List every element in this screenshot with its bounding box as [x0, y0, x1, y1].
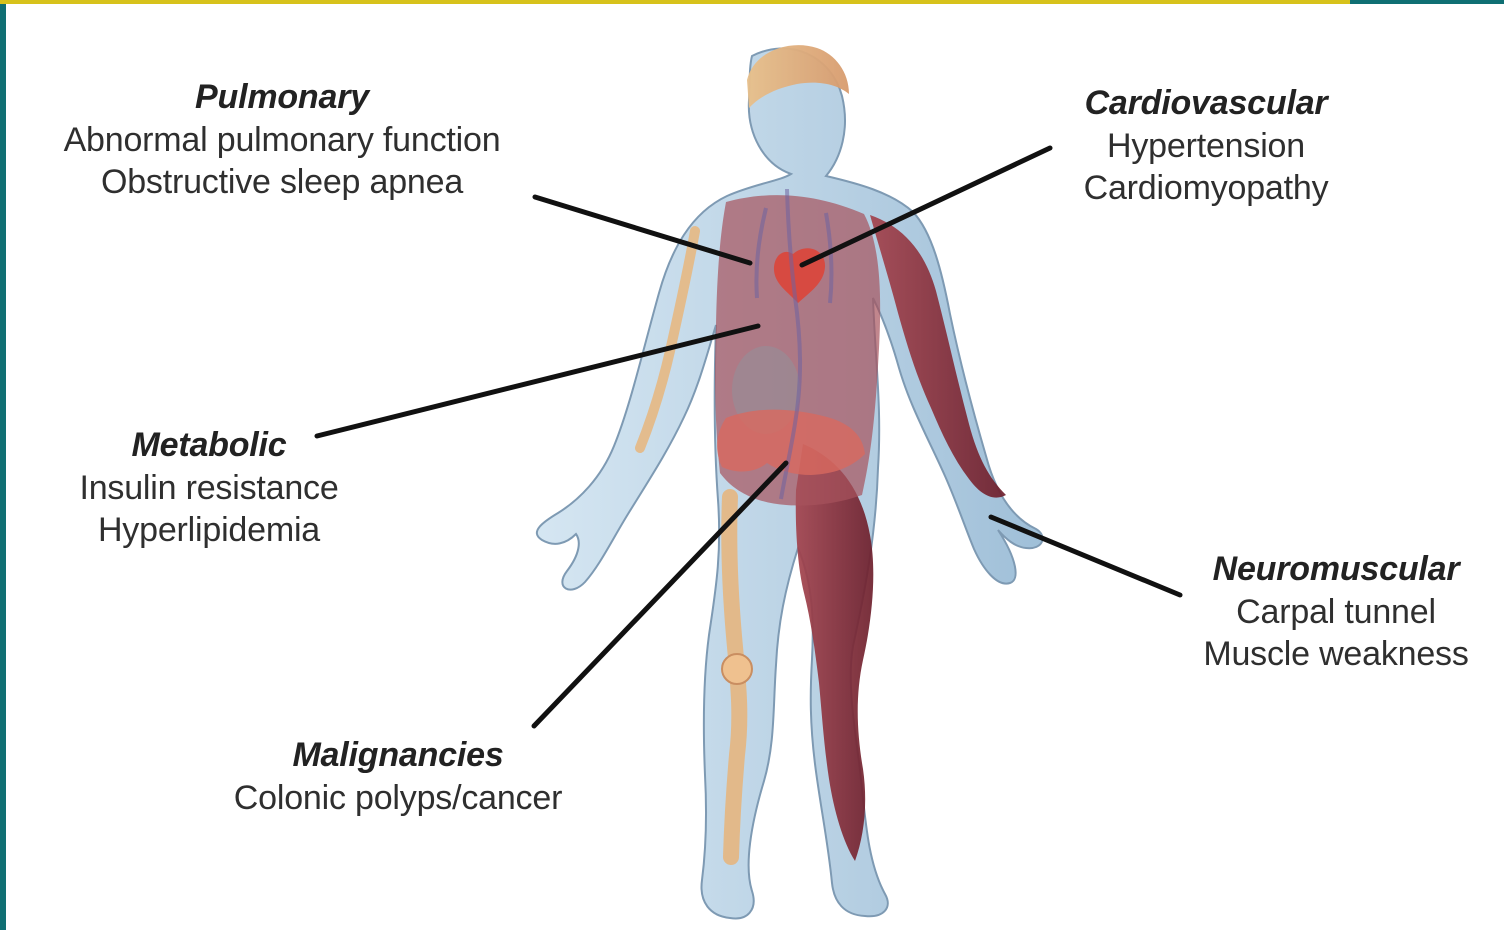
cardiovascular-line-1: Hypertension [1036, 125, 1376, 168]
metabolic-line-1: Insulin resistance [34, 467, 384, 510]
neuromuscular-line-2: Muscle weakness [1166, 633, 1504, 676]
pulmonary-label: Pulmonary Abnormal pulmonary function Ob… [22, 76, 542, 204]
pulmonary-line-2: Obstructive sleep apnea [22, 161, 542, 204]
diagram-canvas: Pulmonary Abnormal pulmonary function Ob… [6, 4, 1504, 930]
malignancies-label: Malignancies Colonic polyps/cancer [188, 734, 608, 819]
pulmonary-line-1: Abnormal pulmonary function [22, 119, 542, 162]
human-body-anatomy-icon [537, 45, 1043, 918]
cardiovascular-label: Cardiovascular Hypertension Cardiomyopat… [1036, 82, 1376, 210]
neuromuscular-pointer [991, 517, 1180, 595]
malignancies-title: Malignancies [188, 734, 608, 777]
cardiovascular-title: Cardiovascular [1036, 82, 1376, 125]
metabolic-title: Metabolic [34, 424, 384, 467]
left-knee-joint [722, 654, 752, 684]
right-leg-muscle [796, 444, 874, 861]
pulmonary-title: Pulmonary [22, 76, 542, 119]
malignancies-line-1: Colonic polyps/cancer [188, 777, 608, 820]
cardiovascular-line-2: Cardiomyopathy [1036, 167, 1376, 210]
neuromuscular-line-1: Carpal tunnel [1166, 591, 1504, 634]
neuromuscular-title: Neuromuscular [1166, 548, 1504, 591]
metabolic-label: Metabolic Insulin resistance Hyperlipide… [34, 424, 384, 552]
metabolic-line-2: Hyperlipidemia [34, 509, 384, 552]
neuromuscular-label: Neuromuscular Carpal tunnel Muscle weakn… [1166, 548, 1504, 676]
